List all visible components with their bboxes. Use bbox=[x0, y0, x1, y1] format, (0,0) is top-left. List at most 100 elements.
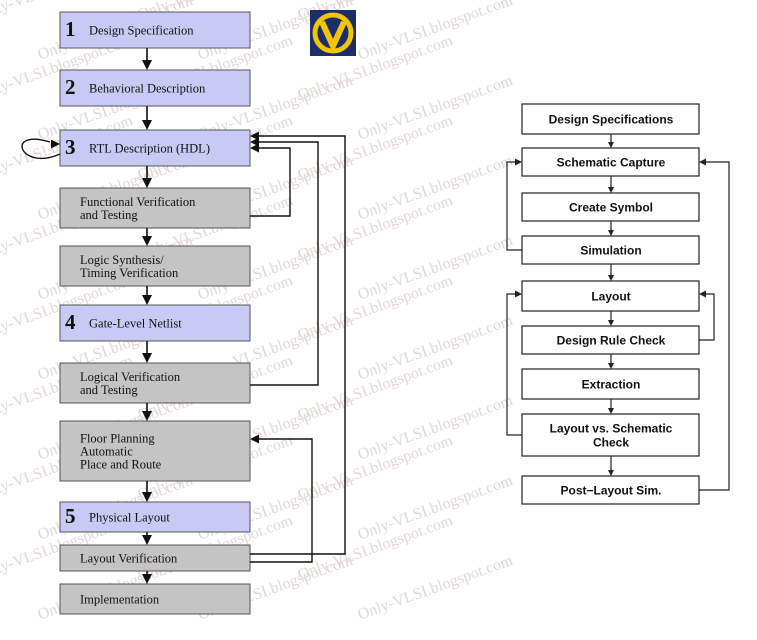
down-arrow-icon bbox=[142, 178, 152, 188]
flow-step-r9: Post−Layout Sim. bbox=[521, 475, 700, 505]
step-label: Timing Verification bbox=[80, 266, 179, 280]
flow-step-r4: Simulation bbox=[521, 235, 700, 265]
feedback-line bbox=[699, 293, 715, 341]
self-loop-line bbox=[21, 138, 61, 160]
step-label: Check bbox=[593, 436, 629, 450]
flow-step-r3: Create Symbol bbox=[521, 192, 700, 222]
flow-step-l3: 3 RTL Description (HDL) bbox=[59, 129, 251, 167]
flow-step-r7: Extraction bbox=[521, 368, 700, 400]
step-box bbox=[59, 187, 251, 229]
step-label: Logical Verification bbox=[80, 370, 181, 384]
step-number: 2 bbox=[65, 75, 76, 99]
step-label: Layout Verification bbox=[80, 552, 178, 566]
down-arrow-icon bbox=[608, 230, 614, 236]
down-arrow-icon bbox=[142, 535, 152, 545]
feedback-line bbox=[250, 135, 346, 555]
logo-box: V bbox=[310, 10, 356, 56]
flow-step-l2: 2 Behavioral Description bbox=[59, 69, 251, 107]
feedback-line bbox=[506, 293, 522, 436]
feedback-arrow-icon bbox=[515, 290, 522, 298]
step-label: Layout vs. Schematic bbox=[550, 422, 673, 436]
flow-step-r6: Design Rule Check bbox=[521, 325, 700, 355]
step-label: Design Rule Check bbox=[557, 334, 666, 348]
step-label: Physical Layout bbox=[89, 511, 170, 525]
step-label: Place and Route bbox=[80, 458, 162, 472]
step-label: RTL Description (HDL) bbox=[89, 142, 210, 156]
step-box bbox=[59, 544, 251, 572]
step-box bbox=[521, 192, 700, 222]
down-arrow-icon bbox=[608, 408, 614, 414]
step-label: Functional Verification bbox=[80, 195, 196, 209]
step-box bbox=[521, 325, 700, 355]
step-label: Extraction bbox=[582, 378, 641, 392]
step-label: Implementation bbox=[80, 593, 160, 607]
self-loop-arrow-icon bbox=[51, 139, 60, 149]
flow-step-l11: Implementation bbox=[59, 583, 251, 615]
step-label: Behavioral Description bbox=[89, 82, 206, 96]
step-label: Simulation bbox=[580, 244, 641, 258]
step-label: and Testing bbox=[80, 208, 138, 222]
step-label: Floor Planning bbox=[80, 432, 155, 446]
feedback-arrow-icon bbox=[250, 131, 259, 141]
step-box bbox=[59, 245, 251, 287]
step-box bbox=[59, 69, 251, 107]
down-arrow-icon bbox=[142, 60, 152, 70]
down-arrow-icon bbox=[142, 411, 152, 421]
down-arrow-icon bbox=[608, 320, 614, 326]
feedback-arrow-icon bbox=[250, 434, 259, 444]
down-arrow-icon bbox=[142, 236, 152, 246]
step-box bbox=[521, 368, 700, 400]
step-box bbox=[59, 501, 251, 533]
step-box bbox=[59, 420, 251, 482]
down-arrow-icon bbox=[142, 295, 152, 305]
down-arrow-icon bbox=[142, 353, 152, 363]
step-label: Create Symbol bbox=[569, 201, 653, 215]
down-arrow-icon bbox=[608, 142, 614, 148]
step-number: 5 bbox=[65, 504, 76, 528]
step-number: 3 bbox=[65, 135, 76, 159]
feedback-line bbox=[250, 438, 313, 563]
down-arrow-icon bbox=[608, 363, 614, 369]
step-number: 4 bbox=[65, 310, 76, 334]
feedback-arrow-icon bbox=[699, 290, 706, 298]
step-box bbox=[59, 129, 251, 167]
down-arrow-icon bbox=[142, 120, 152, 130]
feedback-arrow-icon bbox=[699, 158, 706, 166]
flow-step-l1: 1 Design Specification bbox=[59, 11, 251, 49]
step-label: and Testing bbox=[80, 383, 138, 397]
feedback-line bbox=[250, 147, 291, 217]
step-number: 1 bbox=[65, 17, 76, 41]
flow-step-r5: Layout bbox=[521, 280, 700, 312]
down-arrow-icon bbox=[142, 492, 152, 502]
flow-step-r2: Schematic Capture bbox=[521, 147, 700, 177]
flow-step-l10: Layout Verification bbox=[59, 544, 251, 572]
step-box bbox=[521, 280, 700, 312]
feedback-arrow-icon bbox=[250, 137, 259, 147]
feedback-line bbox=[506, 161, 522, 251]
feedback-arrow-icon bbox=[515, 158, 522, 166]
step-label: Post−Layout Sim. bbox=[560, 484, 661, 498]
down-arrow-icon bbox=[608, 470, 614, 476]
step-label: Layout bbox=[591, 290, 630, 304]
feedback-arrow-icon bbox=[250, 143, 259, 153]
step-box bbox=[521, 235, 700, 265]
step-label: Design Specification bbox=[89, 24, 194, 38]
down-arrow-icon bbox=[608, 275, 614, 281]
flow-step-r1: Design Specifications bbox=[521, 103, 700, 135]
step-box bbox=[521, 103, 700, 135]
step-label: Gate-Level Netlist bbox=[89, 317, 182, 331]
flow-step-l5: Logic Synthesis/Timing Verification bbox=[59, 245, 251, 287]
step-label: Automatic bbox=[80, 445, 133, 459]
step-label: Design Specifications bbox=[549, 113, 674, 127]
step-box bbox=[59, 304, 251, 342]
v-logo-icon bbox=[310, 10, 356, 56]
flow-step-l9: 5 Physical Layout bbox=[59, 501, 251, 533]
flow-step-l6: 4 Gate-Level Netlist bbox=[59, 304, 251, 342]
